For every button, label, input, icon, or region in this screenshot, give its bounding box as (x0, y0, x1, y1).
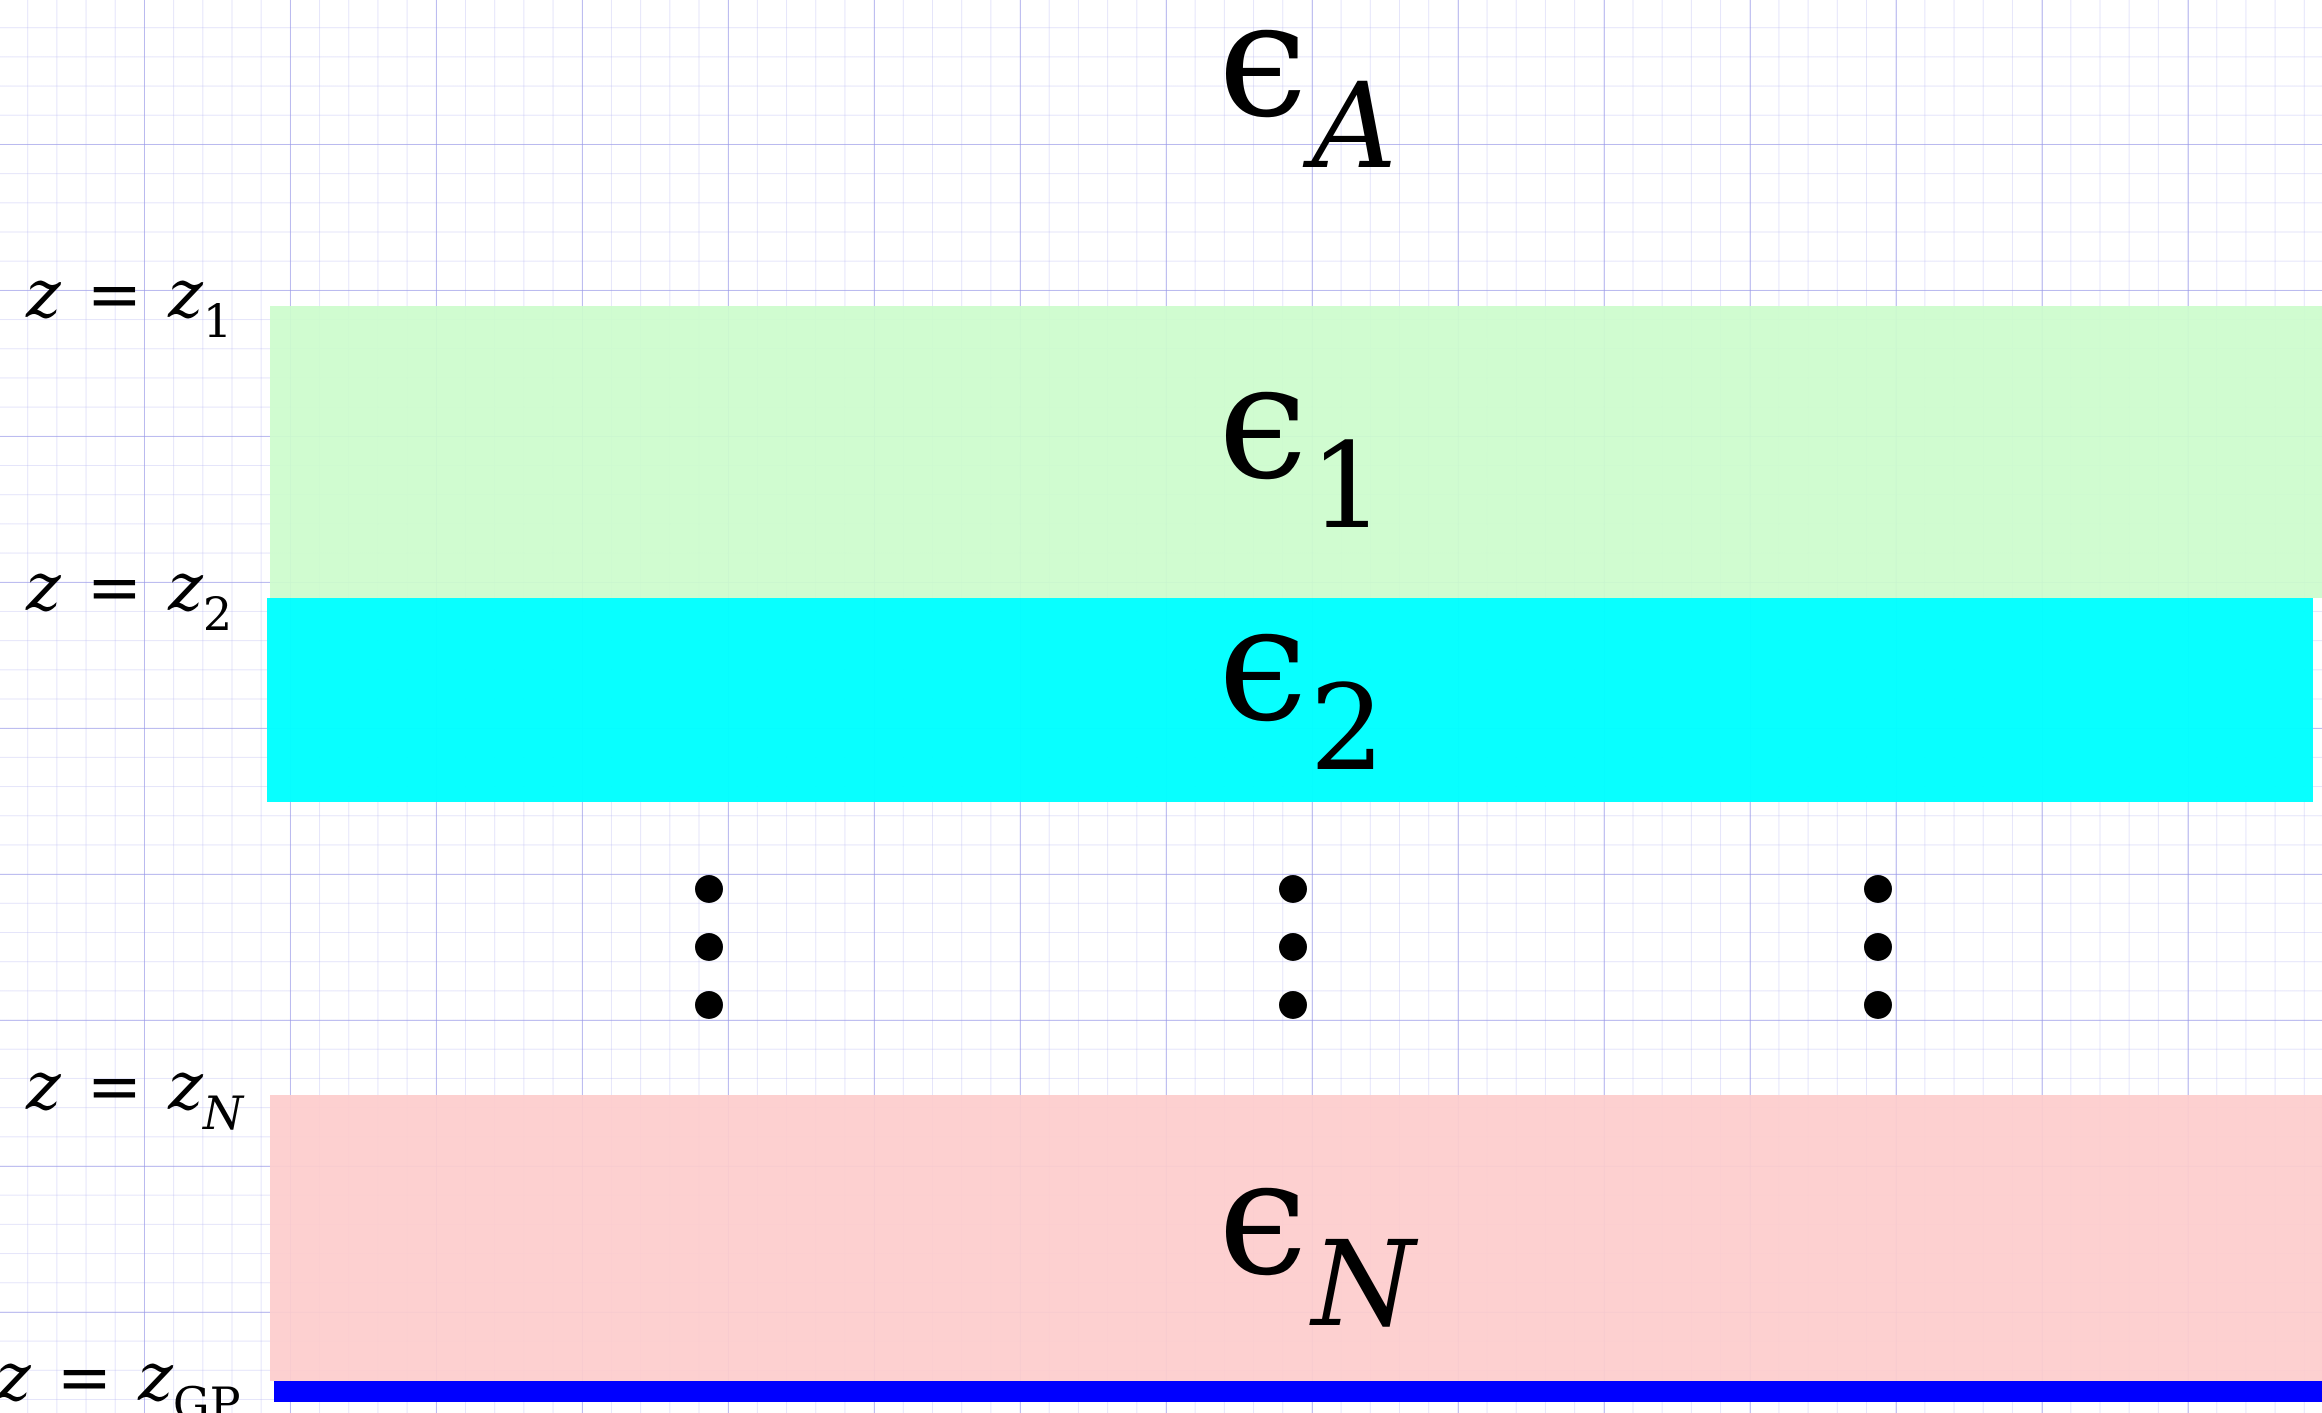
boundary-label-zgp: z=zGP (0, 1345, 241, 1413)
ellipsis-dot (1279, 991, 1307, 1019)
z-subscript: 2 (202, 587, 233, 641)
permittivity-layer-1-label: ϵ1 (1218, 342, 1385, 546)
equals-sign: = (56, 1339, 113, 1413)
epsilon-symbol: ϵ (1218, 570, 1308, 757)
ellipsis-dot (695, 933, 723, 961)
z-symbol: z (168, 1048, 203, 1125)
z-symbol: z (168, 549, 203, 626)
ellipsis-dot (695, 991, 723, 1019)
ground-plane (274, 1381, 2322, 1402)
dielectric-layer-2 (267, 598, 2313, 802)
z-subscript: 1 (202, 294, 233, 348)
epsilon-symbol: ϵ (1218, 328, 1308, 515)
dielectric-layer-n (270, 1095, 2322, 1381)
dielectric-layer-1 (270, 306, 2322, 598)
equals-sign: = (86, 256, 143, 333)
boundary-label-z2: z=z2 (26, 555, 232, 638)
epsilon-symbol: ϵ (1218, 0, 1308, 153)
equals-sign: = (86, 549, 143, 626)
permittivity-ambient-label: ϵA (1218, 0, 1397, 185)
ellipsis-dot (1279, 933, 1307, 961)
permittivity-layer-n-label: ϵN (1218, 1138, 1415, 1344)
subscript-n: N (1311, 1215, 1415, 1353)
subscript-a: A (1311, 57, 1397, 195)
subscript-1: 1 (1309, 417, 1385, 555)
z-variable: z (26, 549, 61, 626)
ellipsis-dot (1279, 875, 1307, 903)
z-variable: z (26, 1048, 61, 1125)
equals-sign: = (86, 1048, 143, 1125)
z-variable: z (26, 256, 61, 333)
z-variable: z (0, 1339, 31, 1413)
ellipsis-dot (1864, 875, 1892, 903)
ellipsis-dot (1864, 991, 1892, 1019)
vertical-ellipsis-center (1279, 875, 1307, 1019)
ellipsis-dot (695, 875, 723, 903)
vertical-ellipsis-right (1864, 875, 1892, 1019)
subscript-2: 2 (1309, 659, 1385, 797)
ellipsis-dot (1864, 933, 1892, 961)
z-symbol: z (138, 1339, 173, 1413)
vertical-ellipsis-left (695, 875, 723, 1019)
z-symbol: z (168, 256, 203, 333)
z-subscript: GP (172, 1377, 241, 1413)
boundary-label-z1: z=z1 (26, 262, 232, 345)
boundary-label-zn: z=zN (26, 1054, 243, 1137)
permittivity-layer-2-label: ϵ2 (1218, 584, 1385, 788)
z-subscript: N (202, 1086, 244, 1140)
epsilon-symbol: ϵ (1218, 1124, 1308, 1311)
